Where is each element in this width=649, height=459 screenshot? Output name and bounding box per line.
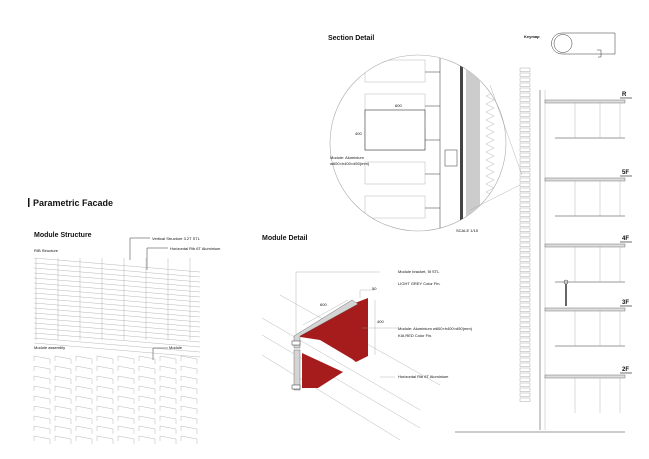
rib-structure-label: RIB Structure xyxy=(34,248,59,253)
keymap-drawing xyxy=(551,32,616,58)
dim-width: 600 xyxy=(320,302,327,307)
grey-fin xyxy=(293,299,359,349)
module-detail-title: Module Detail xyxy=(262,235,308,242)
grey-fin-label: LIGHT GREY Color Fin. xyxy=(398,281,441,286)
bracket-label: Module bracket, 5t STL xyxy=(398,269,440,274)
module-assembly-drawing xyxy=(33,355,198,444)
dim-height: 400 xyxy=(377,319,384,324)
leader-vertical xyxy=(129,237,150,260)
sheet-title: Parametric Facade xyxy=(33,198,113,208)
scale-label: SCALE 1/15 xyxy=(456,228,479,233)
level-label: 5F xyxy=(622,170,629,176)
level-label: 3F xyxy=(622,300,629,306)
keymap-title: Keymap xyxy=(524,34,540,39)
section-detail-title: Section Detail xyxy=(328,35,374,42)
module-detail-drawing xyxy=(261,271,441,441)
section-module-label-1: Module: Aluminium xyxy=(330,155,364,160)
dim-depth: 50 xyxy=(372,286,377,291)
section-module-label-2: w600×h400×d50(mm) xyxy=(330,161,370,166)
bracket xyxy=(291,340,301,346)
module-assembly-label: Module assembly xyxy=(34,345,65,350)
building-section-drawing xyxy=(455,67,626,433)
level-label: R xyxy=(622,92,627,98)
vertical-structure-label: Vertical Structure 3.2T STL xyxy=(152,236,201,241)
module-structure-title: Module Structure xyxy=(34,232,92,239)
red-fin-lower xyxy=(302,353,343,388)
section-dim-width: 600 xyxy=(395,103,402,108)
section-dim-height: 400 xyxy=(355,131,362,136)
leader-module xyxy=(152,347,168,360)
horizontal-rib-label: Horizontal Rib 6T Aluminium xyxy=(170,246,221,251)
rib-label: Horizontal Rib 6T Aluminium xyxy=(398,374,449,379)
leader-horizontal xyxy=(146,247,168,270)
module-spec-label: Module: Aluminium w600×h400×d50(mm) xyxy=(398,326,473,331)
red-fin-label: KIA RED Color Fin. xyxy=(398,333,432,338)
level-label: 2F xyxy=(622,367,629,373)
module-label: Module xyxy=(169,345,183,350)
level-label: 4F xyxy=(622,236,629,242)
red-fin-upper xyxy=(294,298,368,362)
title-bar-mark xyxy=(28,198,30,207)
section-detail-circle xyxy=(329,54,523,232)
rib-structure-drawing xyxy=(33,257,201,358)
